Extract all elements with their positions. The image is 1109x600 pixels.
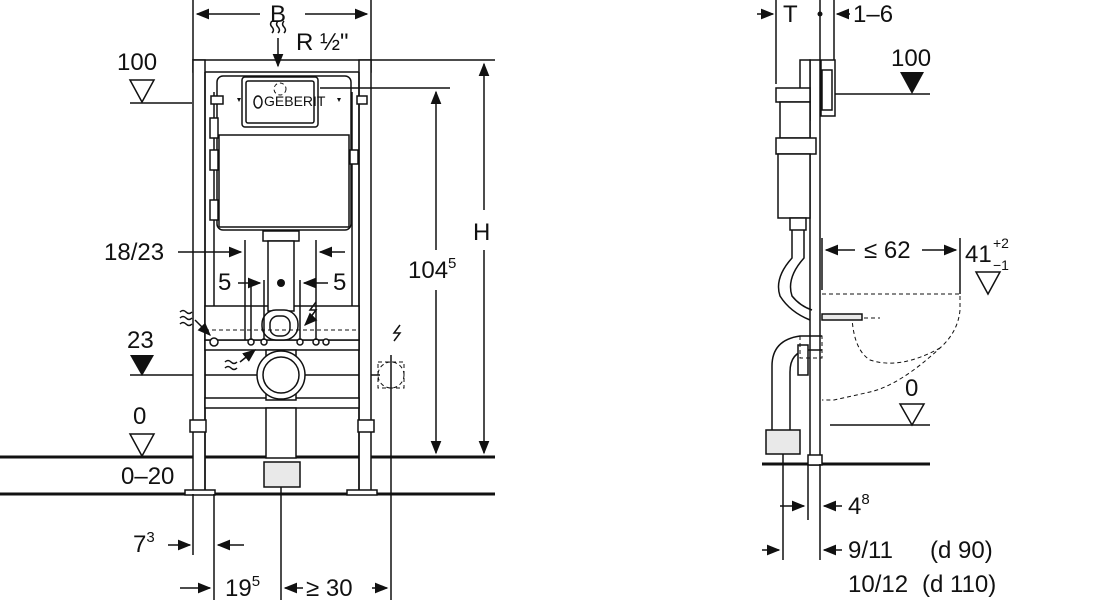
level-triangle-filled-icon	[130, 355, 154, 376]
dim-19-label: 195	[225, 573, 260, 600]
water-supply-icon	[269, 20, 287, 68]
dim-H-label: H	[473, 219, 490, 246]
fixing-bolts	[205, 240, 359, 347]
level-100-label: 100	[117, 49, 157, 76]
dim-5-right-label: 5	[333, 269, 346, 296]
installation-frame	[184, 59, 378, 496]
level-triangle-open-icon	[898, 403, 926, 427]
electrical-icon	[304, 301, 402, 342]
wc-bowl-outline	[821, 293, 961, 401]
side-view: T 1–6 100 ≤ 62 41 +2 −1 0 48 9/11 (d 90	[757, 0, 1009, 598]
dim-18-23-label: 18/23	[104, 239, 164, 266]
level-triangle-open-icon	[128, 433, 156, 458]
side-frame	[775, 59, 836, 466]
dim-0-20-label: 0–20	[121, 463, 174, 490]
supply-thread-label: R ½"	[296, 29, 349, 56]
dim-1-6-label: 1–6	[853, 1, 893, 28]
side-flush-pipe	[765, 230, 823, 455]
dim-10-12-label: 10/12	[848, 571, 908, 598]
level-triangle-open-icon	[974, 271, 1002, 296]
dim-T-label: T	[783, 1, 798, 28]
side-level-100-label: 100	[891, 45, 931, 72]
dim-d90-label: (d 90)	[930, 537, 993, 564]
level-triangle-filled-icon	[900, 72, 924, 94]
dim-d110-label: (d 110)	[922, 571, 996, 598]
front-view: GEBERIT	[0, 0, 495, 600]
flush-pipe	[256, 230, 306, 488]
level-triangle-open-icon	[128, 79, 156, 104]
dim-104-label: 1045	[408, 255, 456, 284]
dim-9-11-label: 9/11	[848, 537, 893, 564]
dim-41-sup-label: +2	[993, 235, 1009, 251]
wastewater-icon	[179, 309, 257, 371]
level-0-label: 0	[133, 403, 146, 430]
dim-7-label: 73	[133, 529, 155, 558]
electrical-socket-marker	[377, 355, 405, 600]
dim-41-label: 41	[965, 241, 992, 268]
dim-41-sub-label: −1	[993, 257, 1009, 273]
dim-ge-30-label: ≥ 30	[306, 575, 353, 600]
dim-5-left-label: 5	[218, 269, 231, 296]
brand-logo-text: GEBERIT	[264, 93, 326, 109]
dim-le-62-label: ≤ 62	[864, 237, 911, 264]
concealed-cistern: GEBERIT	[209, 75, 368, 231]
dim-4-8-label: 48	[848, 491, 870, 520]
level-23-label: 23	[127, 327, 154, 354]
dim-B-label: B	[270, 1, 286, 28]
supply-connection-marker	[273, 82, 287, 96]
side-level-0-label: 0	[905, 375, 918, 402]
